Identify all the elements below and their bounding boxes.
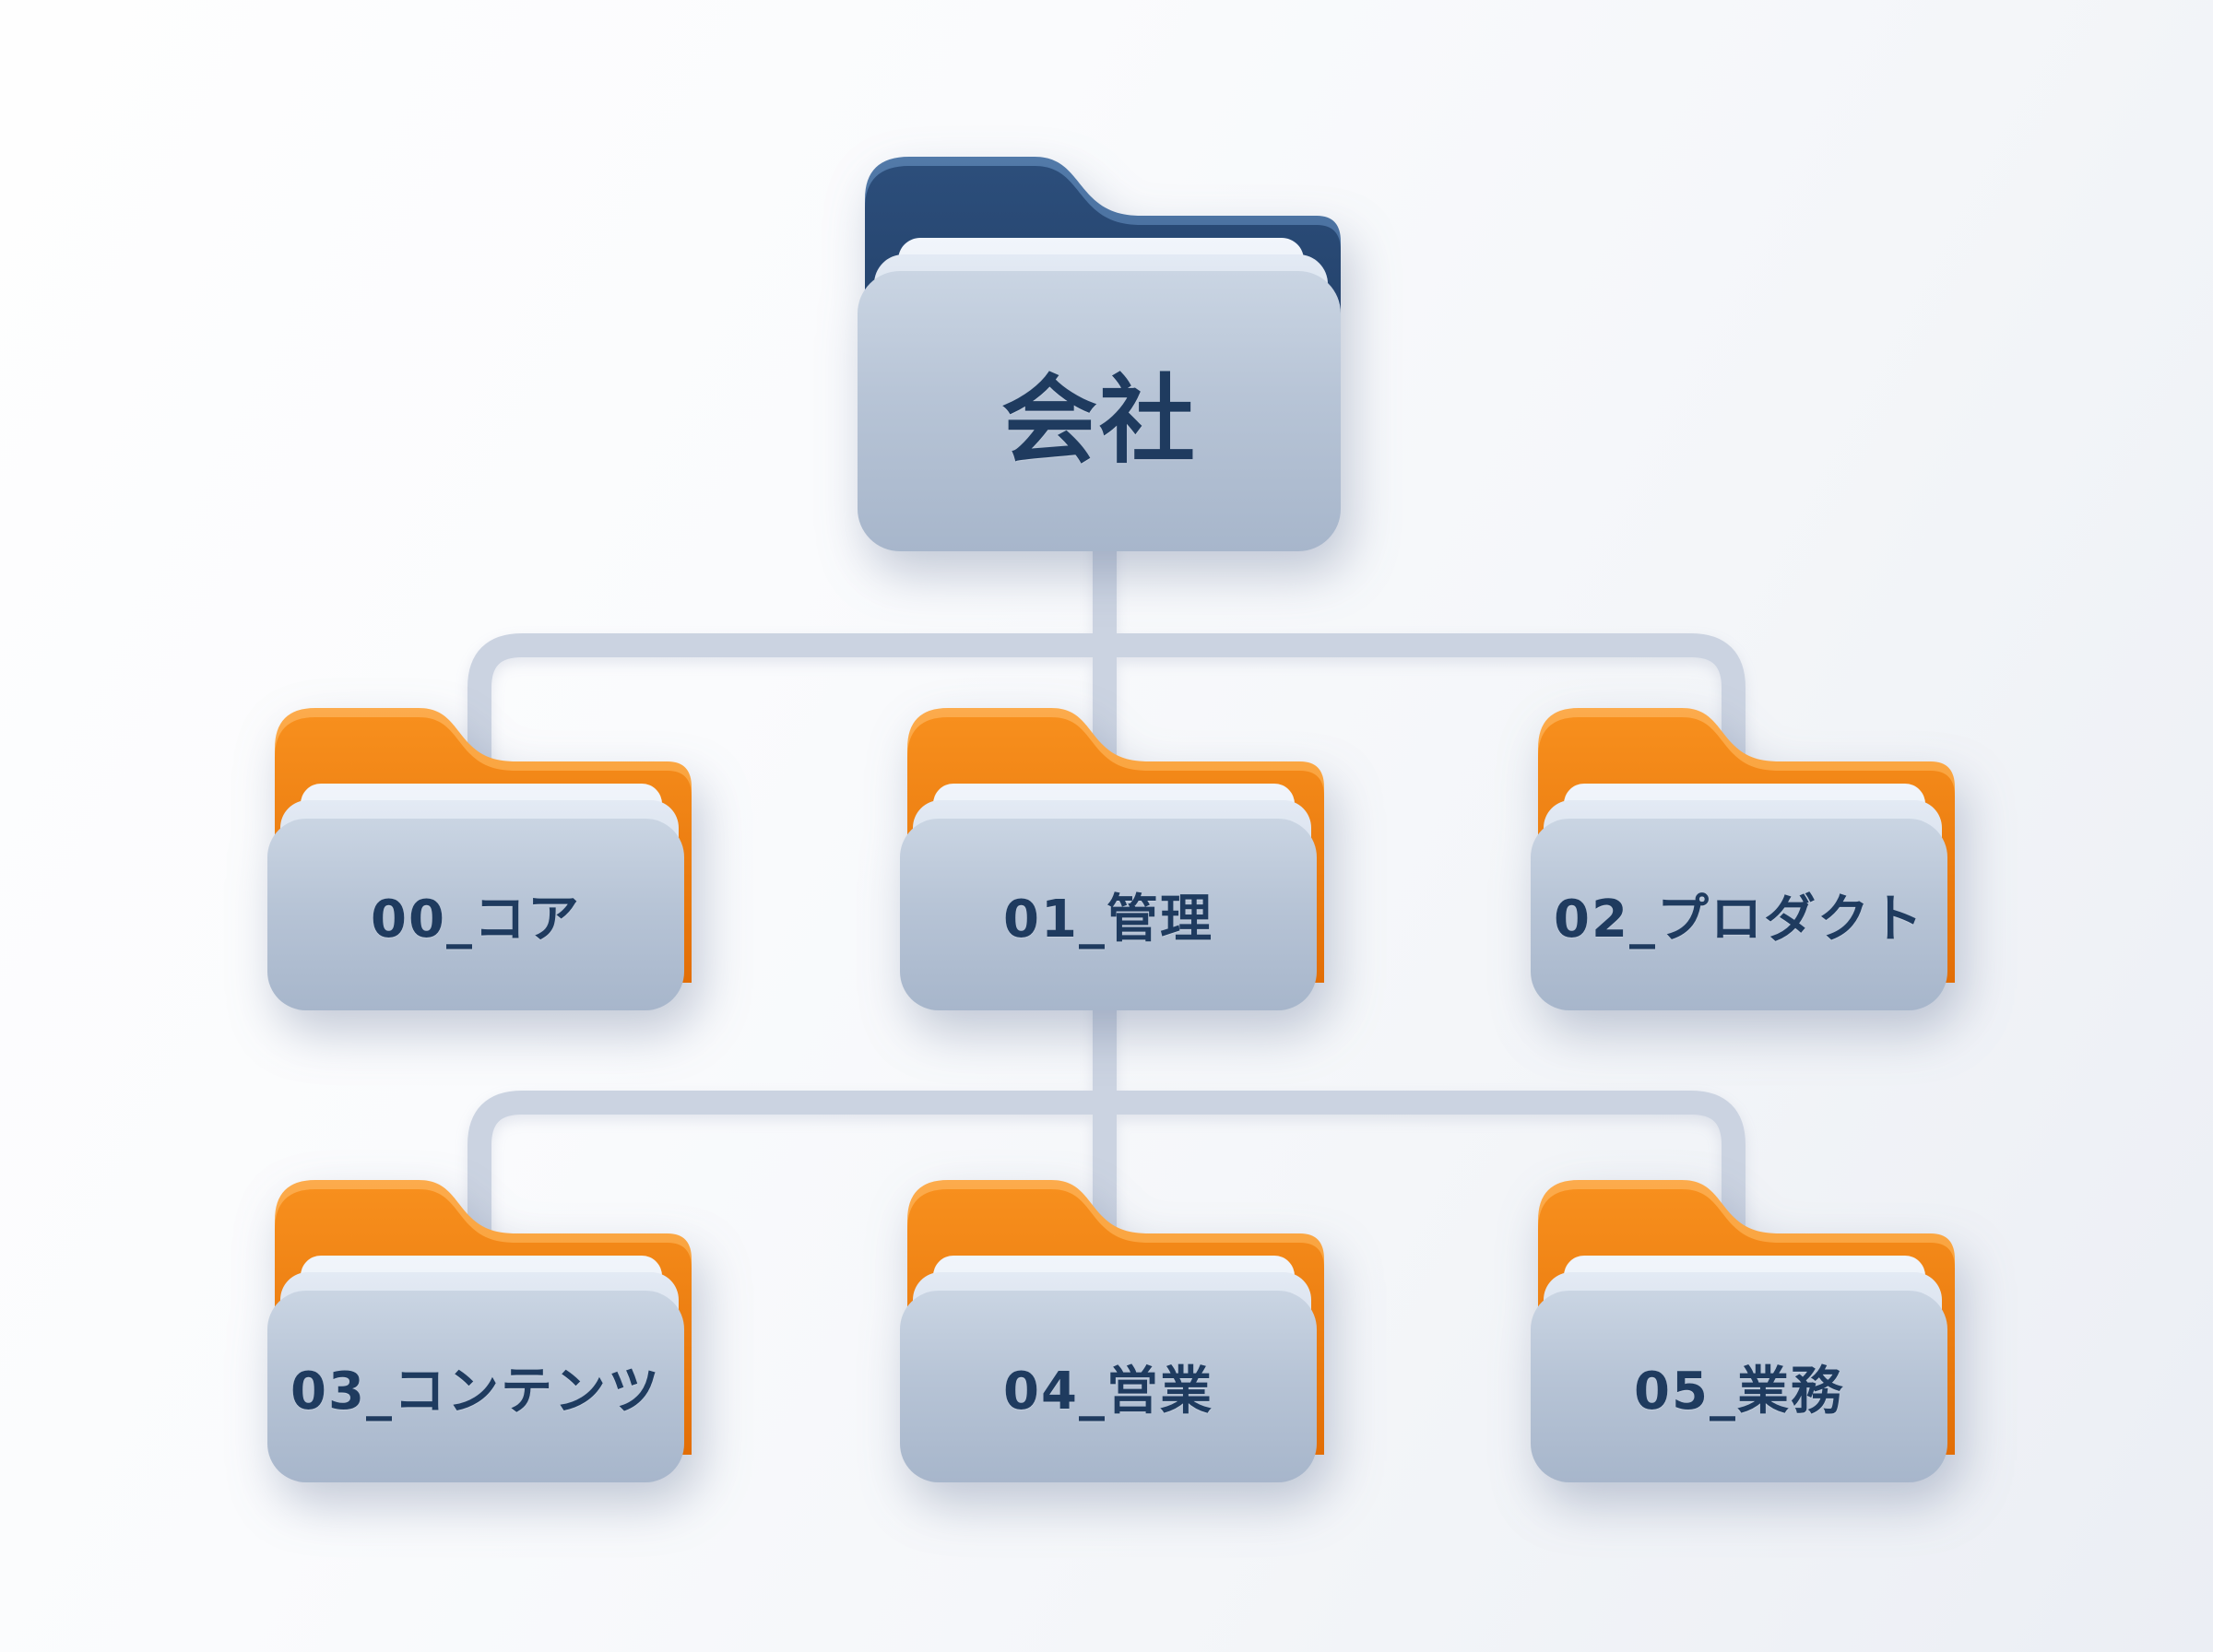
level2-folder-1: 04_営業 [900,1169,1324,1482]
level2-folder-2: 05_業務 [1531,1169,1955,1482]
folder-icon [1531,1180,1955,1482]
root-folder: 会社 [858,149,1348,551]
folder-label: 01_管理 [1003,889,1213,950]
level1-folder-1: 01_管理 [900,697,1324,1010]
folder-icon [900,1180,1324,1482]
connector-level1-bar [467,633,1746,811]
folder-icon [858,157,1341,551]
folder-icon [1531,708,1955,1010]
folder-icon [267,708,692,1010]
folder-label: 02_プロダクト [1554,889,1924,950]
folder-label: 00_コア [371,889,581,950]
folder-label: 03_コンテンツ [290,1361,661,1422]
folder-label: 会社 [1000,363,1197,477]
folder-icon [900,708,1324,1010]
folder-icon [267,1180,692,1482]
folder-label: 04_営業 [1003,1361,1213,1422]
folder-label: 05_業務 [1634,1361,1844,1422]
level1-folder-0: 00_コア [267,697,692,1010]
level1-folder-2: 02_プロダクト [1531,697,1955,1010]
connector-level2-bar [467,1091,1746,1280]
level2-folder-0: 03_コンテンツ [267,1169,692,1482]
